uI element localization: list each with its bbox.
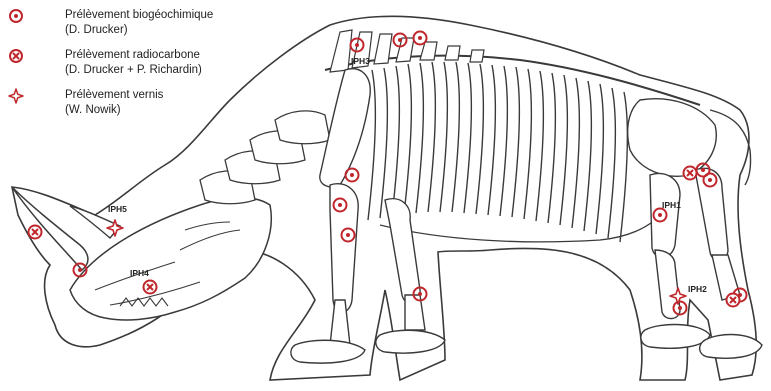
legend-item-biogeochemical: Prélèvement biogéochimique (D. Drucker) [8, 8, 308, 48]
legend-text-biogeochemical: Prélèvement biogéochimique (D. Drucker) [65, 8, 213, 38]
legend-text-radiocarbon: Prélèvement radiocarbone (D. Drucker + P… [65, 48, 202, 78]
varnish-sample-icon [8, 88, 24, 104]
legend-varnish-line1: Prélèvement vernis [65, 88, 163, 103]
label-iph3: IPH3 [351, 56, 370, 66]
legend-biogeochemical-line1: Prélèvement biogéochimique [65, 8, 213, 23]
legend-item-varnish: Prélèvement vernis (W. Nowik) [8, 88, 308, 128]
front-leg-far [376, 199, 445, 353]
hind-leg-far [695, 168, 762, 358]
legend-biogeochemical-line2: (D. Drucker) [65, 23, 213, 38]
label-iph4: IPH4 [130, 268, 149, 278]
label-iph5: IPH5 [108, 204, 127, 214]
front-leg-near [291, 184, 365, 363]
legend-radiocarbon-line1: Prélèvement radiocarbone [65, 48, 202, 63]
legend-item-radiocarbon: Prélèvement radiocarbone (D. Drucker + P… [8, 48, 308, 88]
legend: Prélèvement biogéochimique (D. Drucker) … [8, 8, 308, 128]
label-iph1: IPH1 [662, 200, 681, 210]
front-horn [12, 187, 88, 270]
legend-text-varnish: Prélèvement vernis (W. Nowik) [65, 88, 163, 118]
legend-radiocarbon-line2: (D. Drucker + P. Richardin) [65, 63, 202, 78]
skull [70, 198, 271, 321]
legend-varnish-line2: (W. Nowik) [65, 103, 163, 118]
rib-cage-underside [380, 220, 655, 242]
radiocarbon-sample-icon [8, 48, 24, 64]
biogeochemical-sample-icon [8, 8, 24, 24]
label-iph2: IPH2 [688, 284, 707, 294]
pelvis [628, 99, 717, 177]
